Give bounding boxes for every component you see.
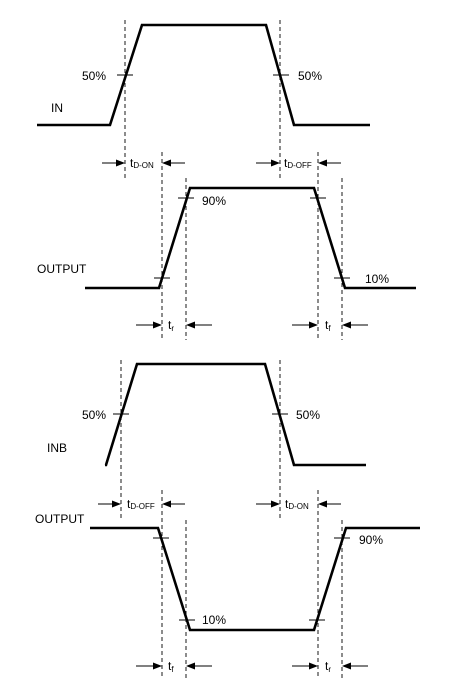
out2-low-10-label: 10% [202,613,226,627]
td-on-arrows-bottom [256,500,341,508]
out-high-90-label: 90% [202,194,226,208]
output-signal-label-bottom: OUTPUT [35,512,85,526]
tr-arrows-bottom [292,662,368,670]
output-signal-label-top: OUTPUT [37,262,87,276]
inb-waveform [104,362,366,467]
in-signal-label: IN [51,101,63,115]
tf-arrows-bottom [136,662,212,670]
tf-arrows-top [292,321,368,329]
td-on-arrows [102,159,185,167]
output-waveform-bottom [90,526,420,632]
td-off-label: tD-OFF [284,156,312,170]
td-off-label-bottom: tD-OFF [127,497,155,511]
panel-top: 50% 50% IN tD-ON tD-OFF [37,20,416,340]
tf-label-top: tf [325,318,331,333]
out-low-10-label: 10% [365,272,389,286]
inb-signal-label: INB [47,441,67,455]
td-on-label-bottom: tD-ON [285,497,309,511]
in-fall-50-label: 50% [298,69,322,83]
td-off-arrows [256,159,341,167]
output-waveform-top [85,186,416,290]
out2-high-90-label: 90% [359,533,383,547]
td-on-label: tD-ON [130,156,154,170]
in-waveform [37,23,370,127]
panel-bottom: 50% 50% INB tD-OFF tD-ON [35,360,420,678]
tf-label-bottom: tf [168,659,174,674]
tr-label: tr [168,318,174,333]
in-rise-50-label: 50% [82,69,106,83]
tr-label-bottom: tr [325,659,331,674]
td-off-arrows-bottom [98,500,185,508]
inb-right-50-label: 50% [296,408,320,422]
inb-left-50-label: 50% [82,408,106,422]
tr-arrows [136,321,212,329]
